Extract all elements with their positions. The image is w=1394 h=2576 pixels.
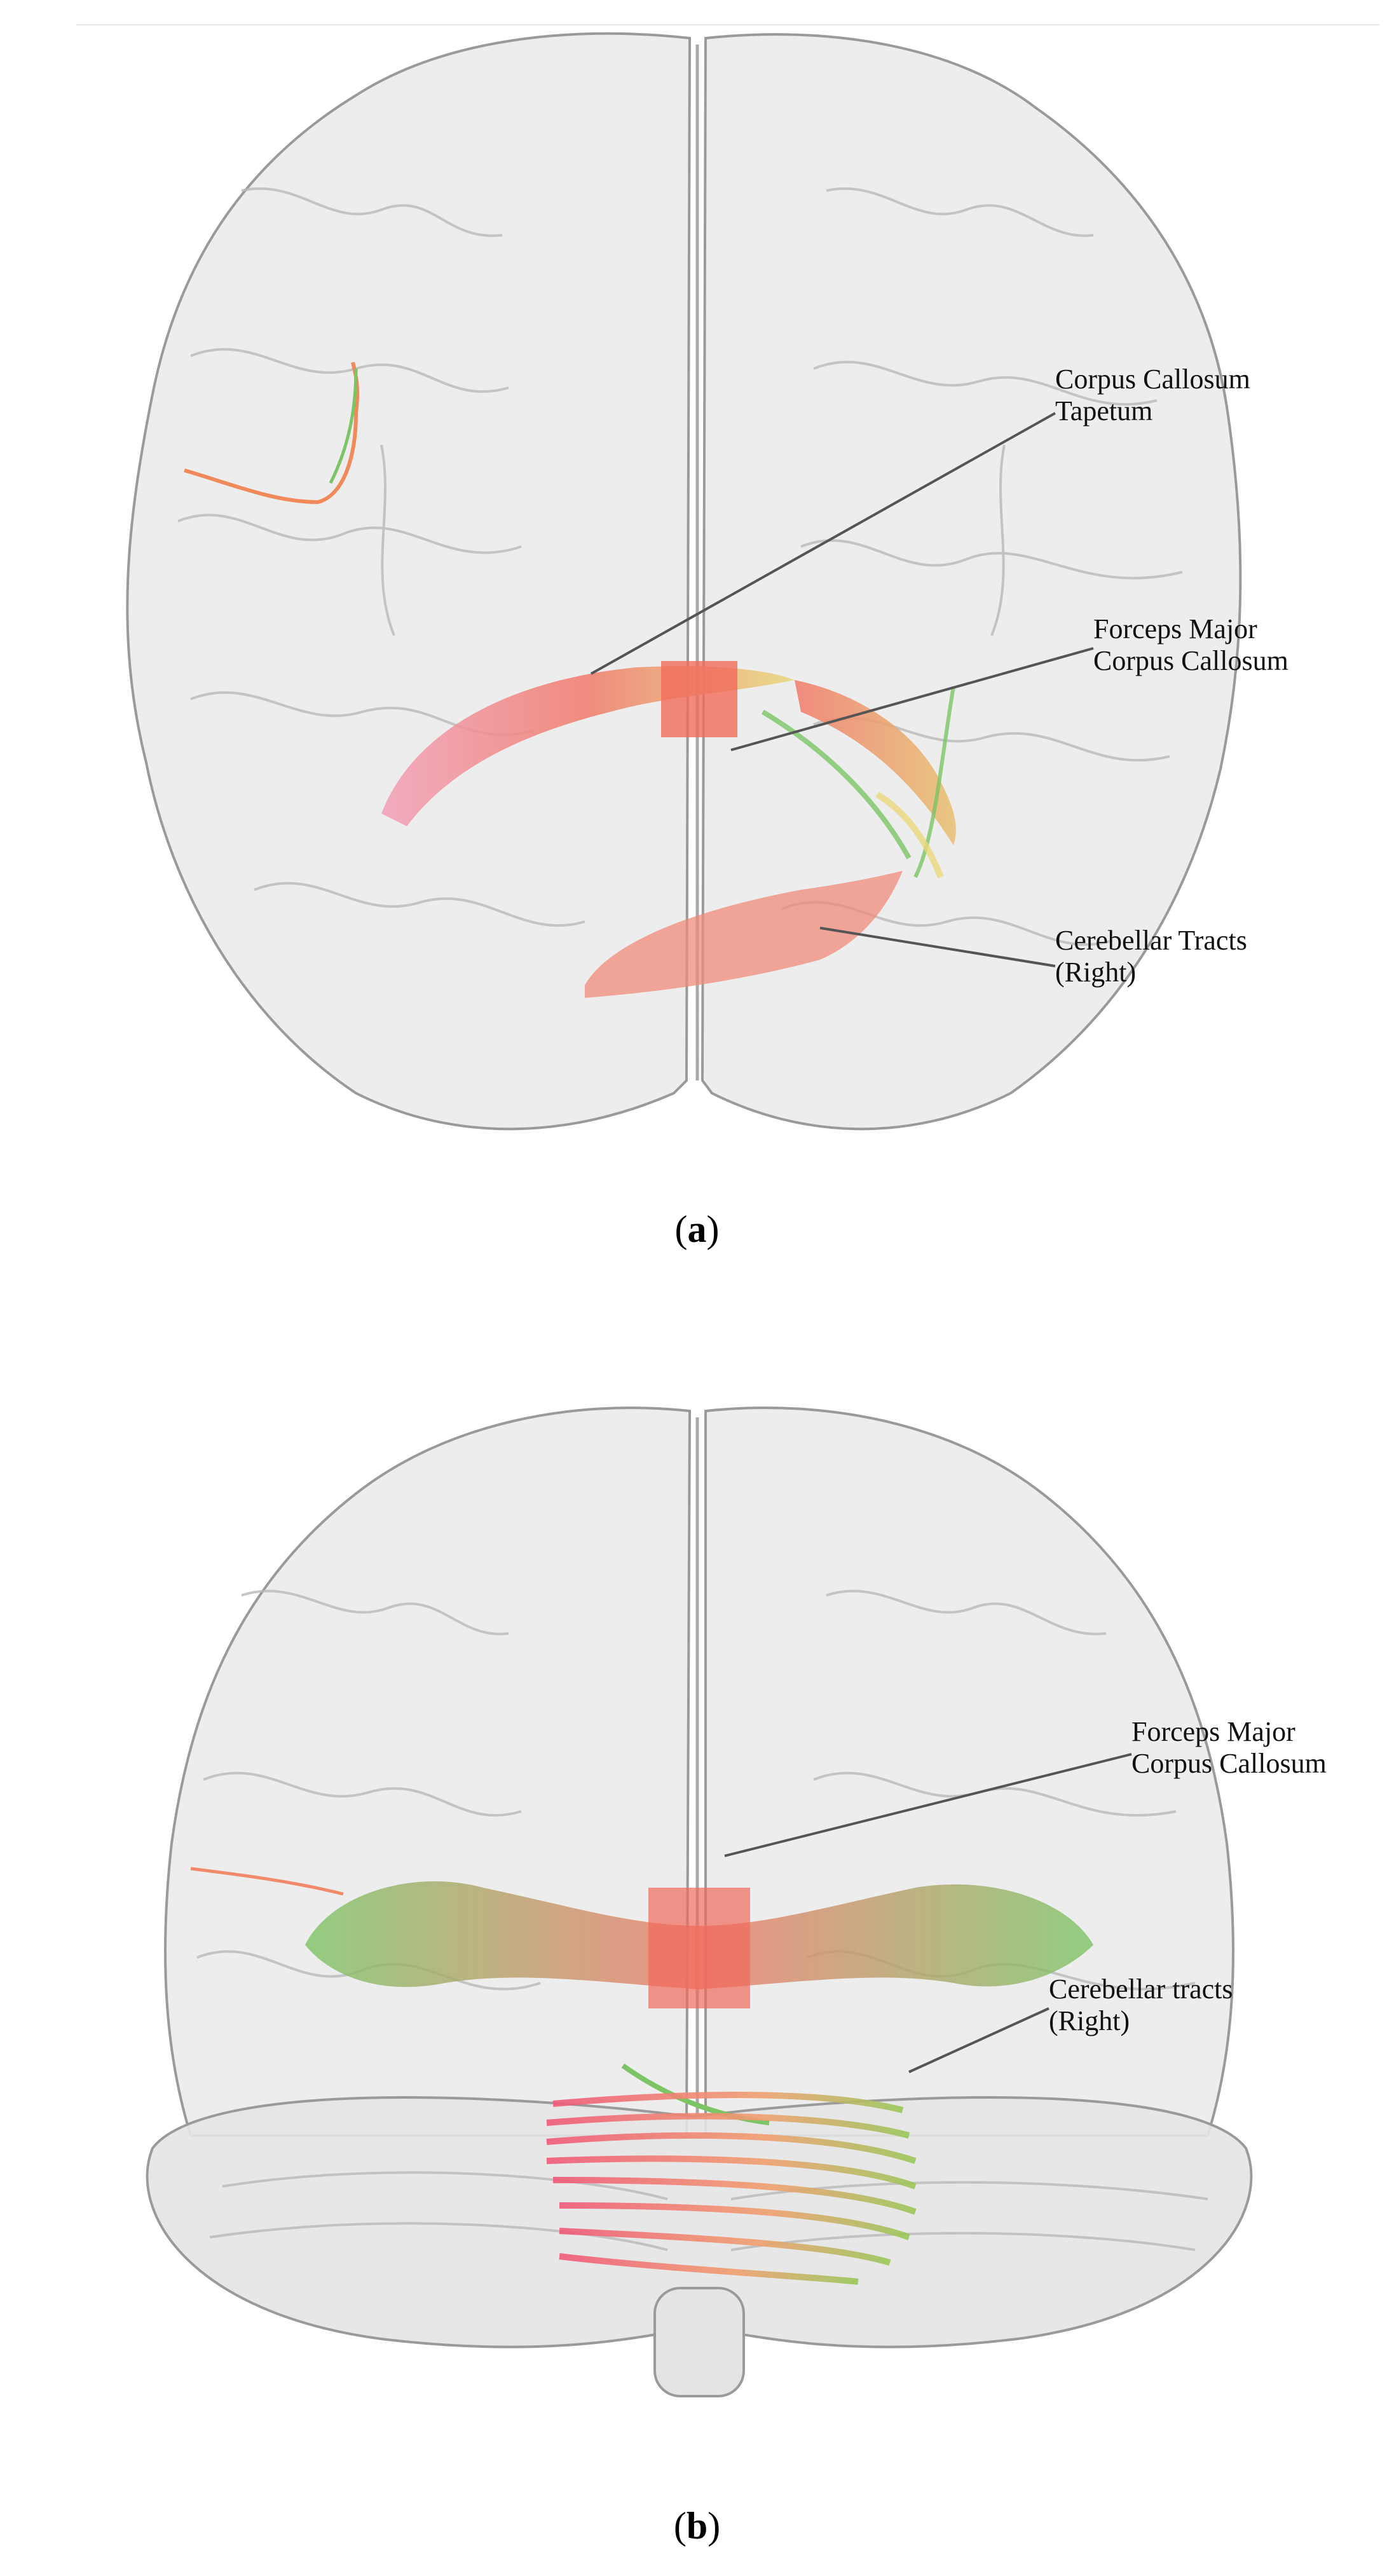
leader-line-forceps [730, 647, 1094, 751]
left-hemisphere [126, 32, 692, 1131]
annotation-corpus-callosum-tapetum: Corpus Callosum Tapetum [1055, 364, 1250, 426]
tapetum-core [661, 661, 737, 737]
axial-brain-render [126, 32, 1242, 1131]
left-frontal-tract [184, 362, 360, 505]
annotation-cerebellar-tracts: Cerebellar Tracts (Right) [1055, 925, 1247, 988]
left-hemisphere [164, 1407, 692, 2137]
forceps-major-tract [381, 666, 795, 826]
leader-line-cerebellar [819, 927, 1056, 967]
annotation-forceps-major: Forceps Major Corpus Callosum [1131, 1716, 1327, 1779]
cerebellum [146, 2096, 1253, 2348]
panel-label-b: (b) [673, 2505, 721, 2547]
coronal-brain-render [146, 1407, 1253, 2397]
panel-label-a: (a) [674, 1208, 720, 1250]
panel-b-coronal-view: Forceps Major Corpus Callosum Cerebellar… [0, 1386, 1394, 2402]
right-hemisphere [700, 33, 1242, 1131]
cerebellar-tract [585, 871, 903, 998]
panel-a-axial-view: Corpus Callosum Tapetum Forceps Major Co… [0, 0, 1394, 1250]
annotation-cerebellar-tracts: Cerebellar tracts (Right) [1049, 1973, 1233, 2036]
forceps-core [648, 1888, 750, 2008]
annotation-forceps-major: Forceps Major Corpus Callosum [1093, 613, 1288, 676]
cerebellar-tracts-bundle [546, 2092, 917, 2285]
brainstem [653, 2287, 745, 2397]
leader-line-cerebellar [908, 2007, 1049, 2073]
top-rule [76, 24, 1379, 25]
leader-line-forceps [724, 1753, 1132, 1857]
leader-line-tapetum [591, 412, 1056, 675]
